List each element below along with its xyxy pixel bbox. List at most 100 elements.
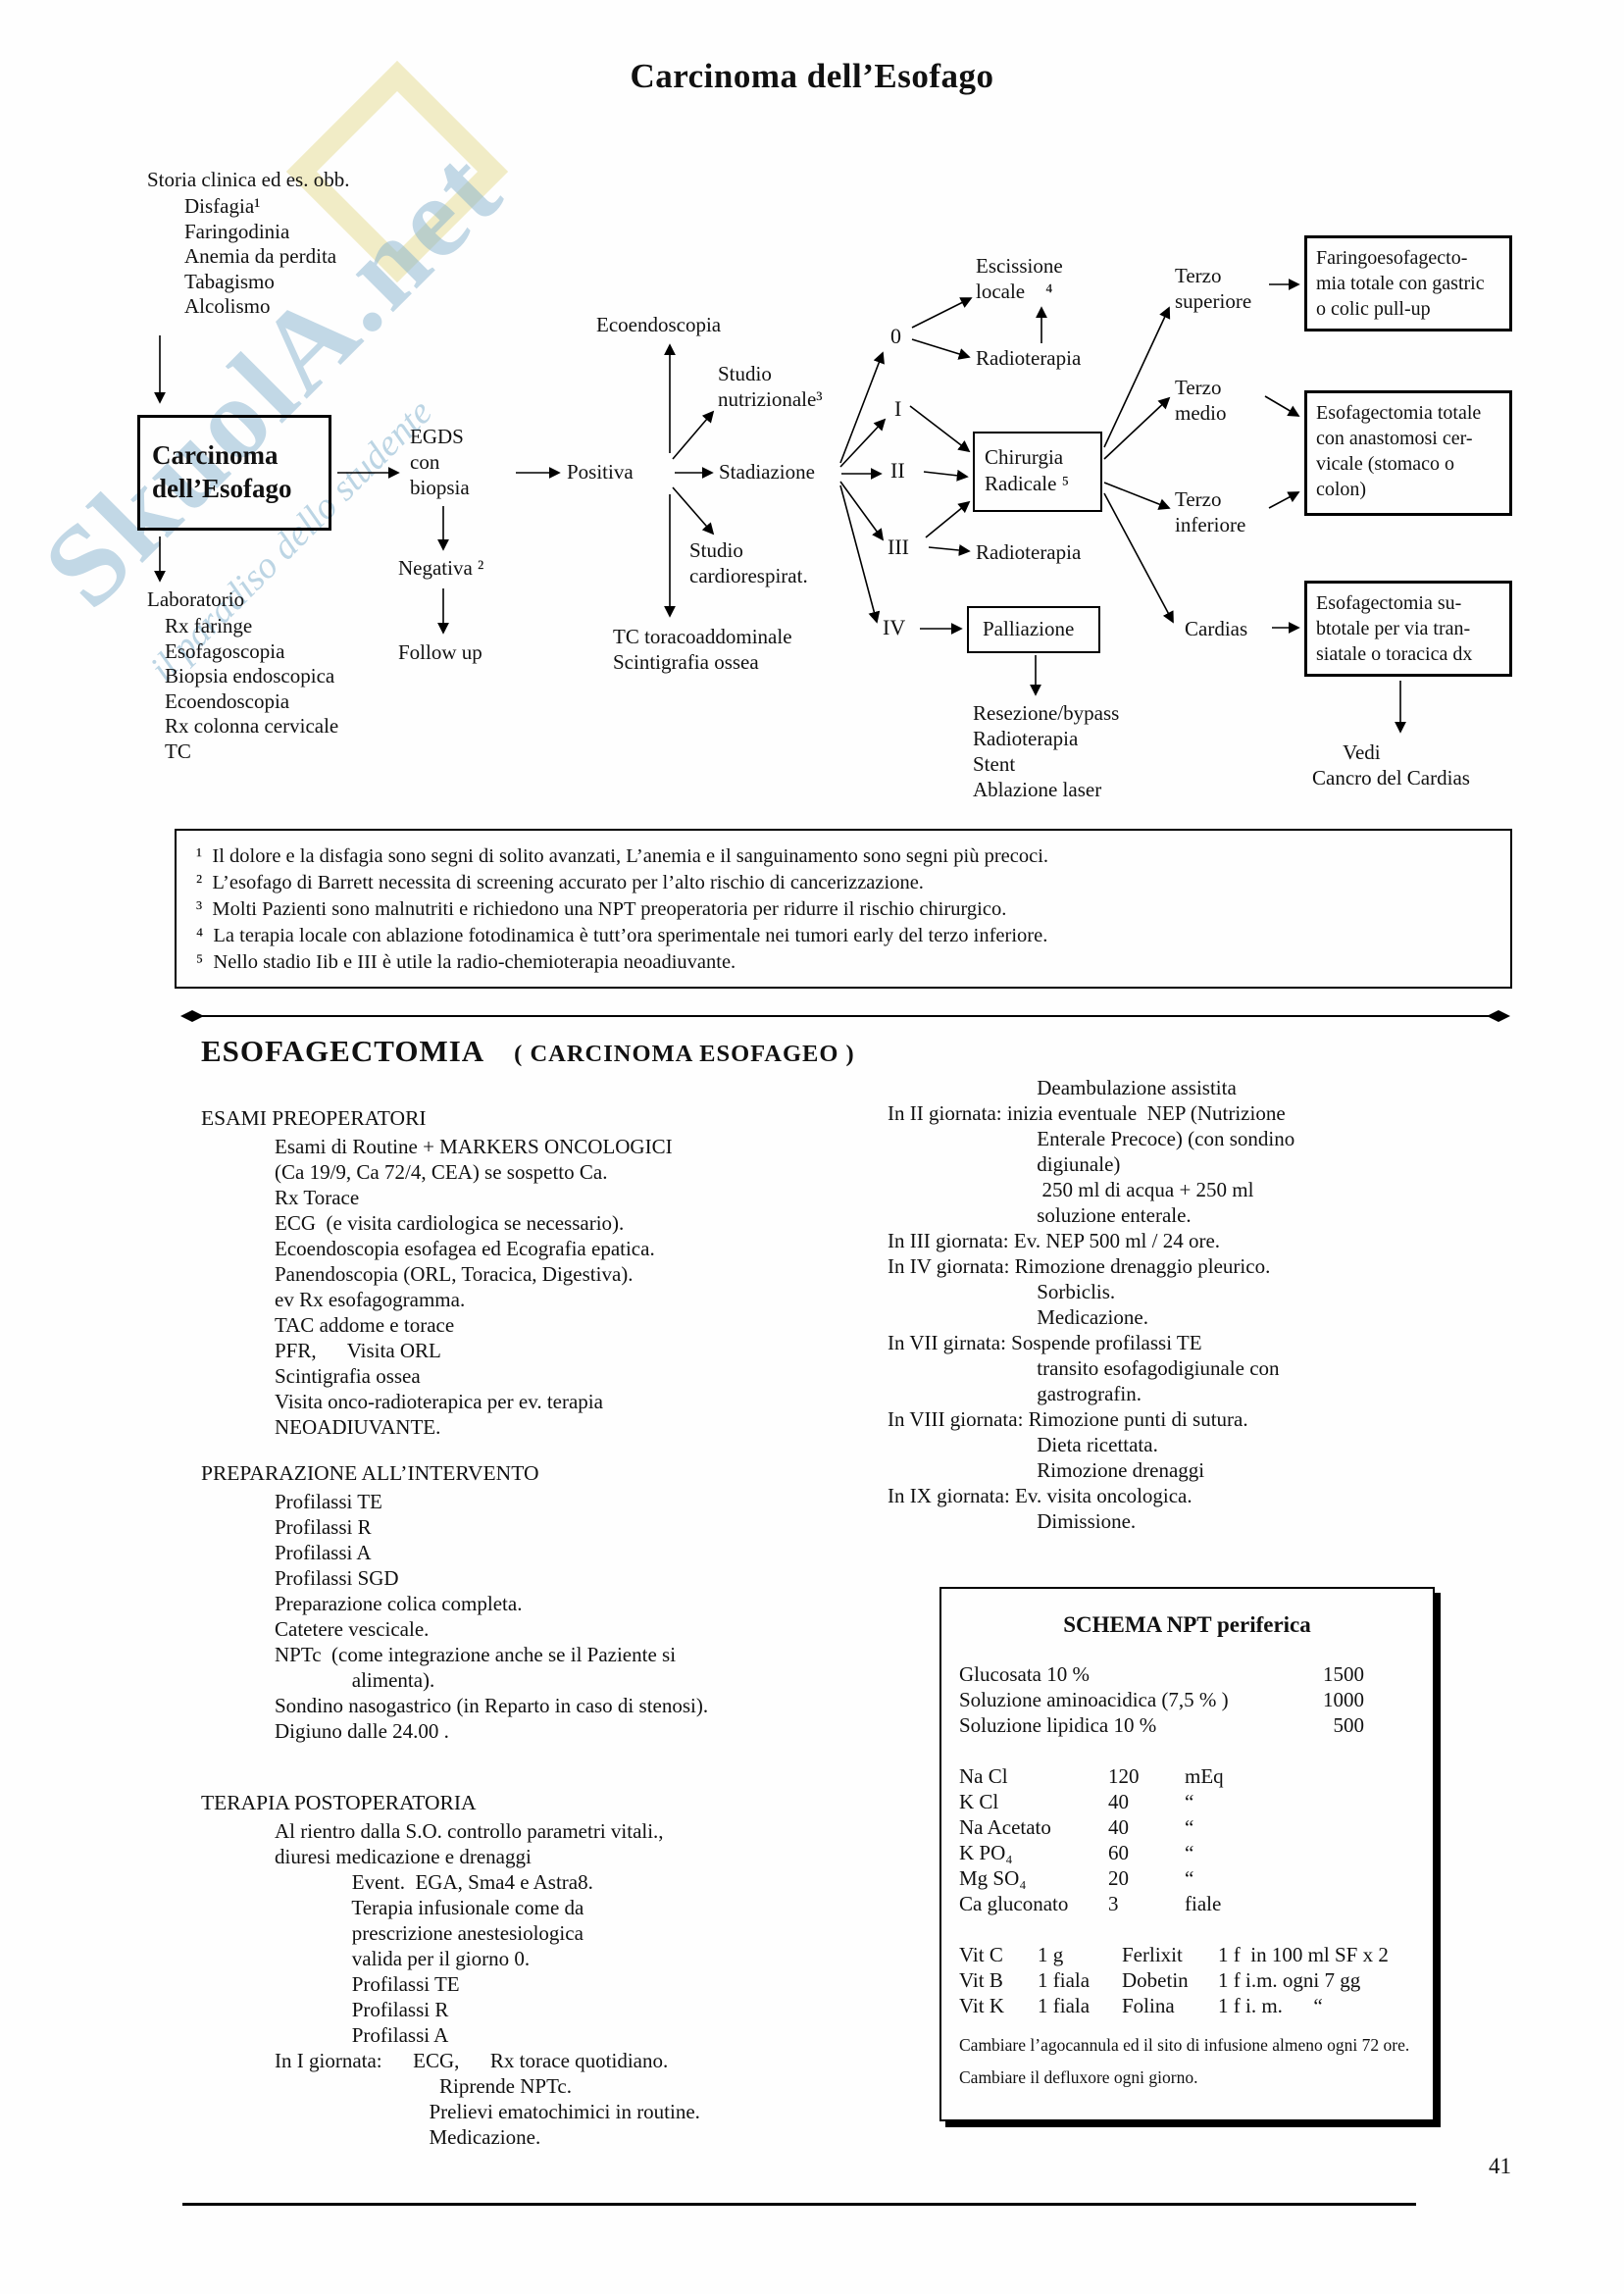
radioterapia-bottom-node: Radioterapia — [976, 540, 1082, 564]
npt-vitamin-row: Vit C 1 g Ferlixit 1 f in 100 ml SF x 2 — [959, 1942, 1415, 1967]
npt-vitamin-drug: Folina — [1122, 1994, 1175, 2017]
footnotes-box: ¹ Il dolore e la disfagia sono segni di … — [175, 829, 1512, 989]
terzo-inferiore-node: Terzo inferiore — [1175, 487, 1246, 536]
npt-vitamin-dose: 1 fiala — [1038, 1968, 1091, 1992]
footnote-2: ² L’esofago di Barrett necessita di scre… — [196, 872, 924, 893]
stage-2-label: II — [890, 458, 905, 483]
palliazione-box: Palliazione — [967, 606, 1100, 653]
section-heading-main: ESOFAGECTOMIA — [201, 1034, 485, 1068]
footnote-1: ¹ Il dolore e la disfagia sono segni di … — [196, 845, 1049, 867]
chirurgia-radicale-box: Chirurgia Radicale ⁵ — [973, 432, 1102, 512]
positiva-node: Positiva — [567, 460, 634, 484]
radioterapia-top-node: Radioterapia — [976, 346, 1082, 370]
npt-electrolyte-unit: mEq — [1185, 1764, 1224, 1788]
npt-solution-label: Soluzione lipidica 10 % — [959, 1713, 1157, 1737]
npt-electrolyte-label: Na Cl — [959, 1764, 1008, 1788]
cardias-node: Cardias — [1185, 617, 1248, 640]
npt-electrolyte-value: 20 — [1108, 1866, 1129, 1890]
terzo-medio-node: Terzo medio — [1175, 376, 1227, 425]
faringoesofagectomia-box: Faringoesofagecto- mia totale con gastri… — [1304, 235, 1512, 331]
ecoendoscopia-node: Ecoendoscopia — [596, 313, 722, 336]
storia-clinica-title: Storia clinica ed es. obb. — [147, 168, 350, 191]
carcinoma-esofago-box: Carcinoma dell’Esofago — [137, 415, 331, 531]
npt-electrolyte-row: K Cl 40 “ — [959, 1789, 1415, 1814]
escissione-locale-node: Escissione locale ⁴ — [976, 254, 1063, 303]
terzo-superiore-node: Terzo superiore — [1175, 264, 1252, 313]
npt-electrolyte-row: Na Cl 120 mEq — [959, 1763, 1415, 1789]
npt-electrolyte-value: 120 — [1108, 1764, 1140, 1788]
npt-electrolyte-value: 3 — [1108, 1892, 1119, 1915]
section-divider — [180, 1010, 1510, 1022]
egds-node: EGDS con biopsia — [410, 425, 470, 499]
npt-vitamin-drug: Ferlixit — [1122, 1943, 1183, 1966]
stage-3-label: III — [888, 535, 909, 559]
npt-schema-box: SCHEMA NPT periferica Glucosata 10 % 150… — [939, 1587, 1435, 2121]
npt-solution-label: Soluzione aminoacidica (7,5 % ) — [959, 1688, 1229, 1711]
npt-solution-row: Glucosata 10 % 1500 — [959, 1661, 1364, 1687]
npt-electrolyte-label: K PO₄ — [959, 1841, 1013, 1864]
npt-solution-value: 500 — [1333, 1713, 1365, 1737]
npt-vitamin-drug-dose: 1 f in 100 ml SF x 2 — [1218, 1943, 1389, 1966]
npt-solution-row: Soluzione aminoacidica (7,5 % ) 1000 — [959, 1687, 1364, 1712]
stadiazione-node: Stadiazione — [719, 460, 815, 484]
npt-electrolyte-row: Ca gluconato 3 fiale — [959, 1891, 1415, 1916]
npt-vitamin-name: Vit C — [959, 1943, 1003, 1966]
laboratorio-list: Rx faringe Esofagoscopia Biopsia endosco… — [165, 614, 339, 763]
npt-electrolyte-unit: “ — [1185, 1815, 1194, 1839]
esami-preoperatori-heading: ESAMI PREOPERATORI — [201, 1106, 427, 1130]
esofagectomia-subtotale-box: Esofagectomia su- btotale per via tran- … — [1304, 581, 1512, 677]
npt-electrolyte-row: K PO₄ 60 “ — [959, 1840, 1415, 1865]
npt-vitamin-drug-dose: 1 f i. m. “ — [1218, 1994, 1323, 2017]
footnote-3: ³ Molti Pazienti sono malnutriti e richi… — [196, 898, 1007, 920]
npt-electrolyte-label: K Cl — [959, 1790, 999, 1813]
npt-solution-value: 1500 — [1323, 1662, 1364, 1686]
npt-vitamin-dose: 1 g — [1038, 1943, 1064, 1966]
npt-solution-row: Soluzione lipidica 10 % 500 — [959, 1712, 1364, 1738]
esofagectomia-totale-box: Esofagectomia totale con anastomosi cer-… — [1304, 390, 1512, 516]
section-heading-sub: ( CARCINOMA ESOFAGEO ) — [514, 1041, 855, 1067]
npt-vitamin-drug-dose: 1 f i.m. ogni 7 gg — [1218, 1968, 1361, 1992]
studio-nutrizionale-node: Studio nutrizionale³ — [718, 362, 823, 411]
esami-preoperatori-body: Esami di Routine + MARKERS ONCOLOGICI (C… — [275, 1135, 673, 1439]
npt-vitamin-row: Vit B 1 fiala Dobetin 1 f i.m. ogni 7 gg — [959, 1967, 1415, 1993]
palliazione-options-list: Resezione/bypass Radioterapia Stent Abla… — [973, 701, 1120, 801]
npt-electrolyte-row: Mg SO₄ 20 “ — [959, 1865, 1415, 1891]
npt-electrolyte-value: 40 — [1108, 1815, 1129, 1839]
npt-solution-label: Glucosata 10 % — [959, 1662, 1090, 1686]
stage-1-label: I — [894, 396, 902, 421]
npt-electrolyte-row: Na Acetato 40 “ — [959, 1814, 1415, 1840]
npt-electrolyte-unit: “ — [1185, 1841, 1194, 1864]
laboratorio-title: Laboratorio — [147, 587, 245, 611]
footnote-4: ⁴ La terapia locale con ablazione fotodi… — [196, 925, 1048, 946]
terapia-postoperatoria-heading: TERAPIA POSTOPERATORIA — [201, 1791, 477, 1814]
stage-0-label: 0 — [890, 324, 901, 348]
vedi-cancro-cardias-node: Vedi Cancro del Cardias — [1312, 740, 1470, 790]
npt-vitamin-drug: Dobetin — [1122, 1968, 1189, 1992]
npt-note-2: Cambiare il defluxore ogni giorno. — [959, 2067, 1198, 2087]
npt-electrolyte-unit: fiale — [1185, 1892, 1222, 1915]
npt-electrolyte-unit: “ — [1185, 1866, 1194, 1890]
npt-vitamin-dose: 1 fiala — [1038, 1994, 1091, 2017]
section-heading: ESOFAGECTOMIA ( CARCINOMA ESOFAGEO ) — [201, 1034, 855, 1069]
stage-4-label: IV — [883, 615, 906, 639]
npt-electrolyte-label: Ca gluconato — [959, 1892, 1069, 1915]
follow-up-node: Follow up — [398, 640, 482, 664]
page-title: Carcinoma dell’Esofago — [630, 57, 994, 95]
tc-toracoaddominale-node: TC toracoaddominale Scintigrafia ossea — [613, 625, 792, 674]
npt-electrolyte-label: Na Acetato — [959, 1815, 1051, 1839]
npt-note-1: Cambiare l’agocannula ed il sito di infu… — [959, 2035, 1410, 2055]
storia-clinica-list: Disfagia¹ Faringodinia Anemia da perdita… — [184, 194, 337, 318]
footnote-5: ⁵ Nello stadio Iib e III è utile la radi… — [196, 951, 736, 973]
npt-solutions: Glucosata 10 % 1500 Soluzione aminoacidi… — [959, 1661, 1415, 1738]
page-number: 41 — [1489, 2154, 1511, 2178]
npt-solution-value: 1000 — [1323, 1688, 1364, 1711]
npt-vitamin-name: Vit K — [959, 1994, 1004, 2017]
studio-cardiorespiratorio-node: Studio cardiorespirat. — [689, 538, 808, 587]
decorso-postoperatorio-body: Deambulazione assistita In II giornata: … — [888, 1076, 1295, 1533]
preparazione-intervento-heading: PREPARAZIONE ALL’INTERVENTO — [201, 1461, 539, 1485]
flowchart-connectors — [154, 279, 1406, 734]
terapia-postoperatoria-body: Al rientro dalla S.O. controllo parametr… — [275, 1819, 700, 2149]
negativa-node: Negativa ² — [398, 556, 484, 580]
npt-title: SCHEMA NPT periferica — [1063, 1612, 1311, 1637]
